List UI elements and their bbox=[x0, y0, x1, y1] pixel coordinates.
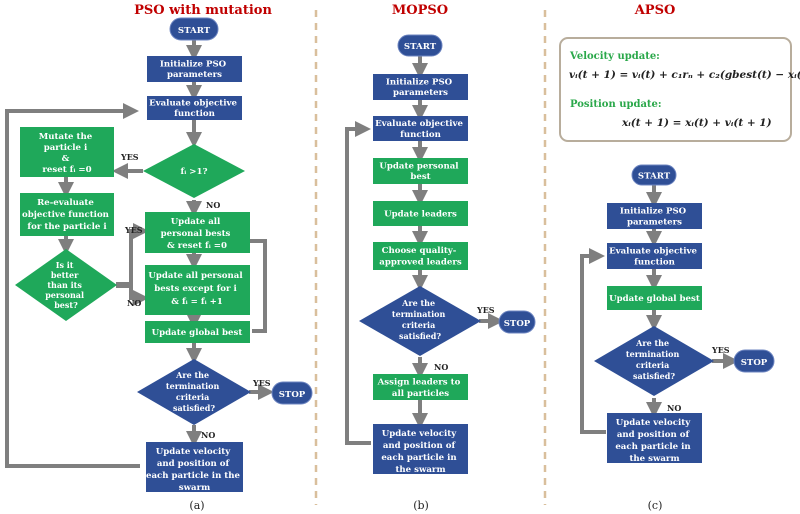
panel-a-reevaluate-label: Re-evaluate objective function for the p… bbox=[22, 198, 112, 232]
panel-a-no-update: NO bbox=[206, 200, 220, 210]
panel-c-velocity-label: Update velocity and position of each par… bbox=[615, 418, 693, 464]
panel-a: PSO with mutation START Initialize bbox=[5, 3, 313, 512]
panel-c-termination-decision bbox=[594, 326, 714, 396]
panel-a-title: PSO with mutation bbox=[134, 3, 272, 18]
panel-a-termination-decision bbox=[137, 359, 251, 425]
panel-c-equations-card bbox=[559, 37, 792, 142]
panel-c-position-heading: Position update: bbox=[570, 99, 662, 110]
panel-b-start-label: START bbox=[404, 42, 437, 52]
panel-b-yes-stop: YES bbox=[476, 305, 495, 315]
panel-a-evaluate-box bbox=[147, 96, 242, 120]
panel-a-velocity-box bbox=[146, 442, 243, 492]
panel-c-caption: (c) bbox=[648, 499, 663, 512]
panel-a-better-decision bbox=[15, 249, 117, 321]
panel-a-yes-better: YES bbox=[124, 225, 143, 235]
panel-c-stop-terminal bbox=[733, 349, 775, 373]
panel-b-initialize-box bbox=[373, 74, 468, 100]
panel-c-evaluate-box bbox=[607, 243, 702, 269]
panel-b-connectors bbox=[345, 56, 504, 445]
panel-b-velocity-label: Update velocity and position of each par… bbox=[381, 429, 459, 475]
panel-c-connectors bbox=[580, 184, 739, 434]
panel-a-initialize-box bbox=[147, 56, 242, 82]
panel-b-choose-label: Choose quality- approved leaders bbox=[379, 246, 462, 268]
panel-c-no-continue: NO bbox=[667, 403, 681, 413]
panel-a-fi-decision-label: fᵢ >1? bbox=[181, 167, 208, 177]
panel-c-global-best-box bbox=[607, 286, 702, 310]
panel-c-global-best-label: Update global best bbox=[609, 294, 700, 304]
panel-a-connectors bbox=[5, 40, 274, 468]
panel-b-title: MOPSO bbox=[392, 3, 448, 18]
panel-b-assign-box bbox=[373, 374, 468, 400]
panel-b-caption: (b) bbox=[413, 499, 429, 512]
panel-c-velocity-heading: Velocity update: bbox=[569, 51, 660, 62]
panel-a-mutate-label: Mutate the particle i & reset fᵢ =0 bbox=[39, 132, 95, 175]
panel-a-global-best-box bbox=[145, 321, 250, 343]
panel-c-stop-label: STOP bbox=[741, 358, 768, 368]
panel-a-fi-decision bbox=[143, 144, 245, 198]
panel-a-update-all-label: Update all personal bests & reset fᵢ =0 bbox=[161, 217, 234, 251]
panel-b-choose-box bbox=[373, 242, 468, 270]
panel-a-stop-terminal bbox=[271, 381, 313, 405]
panel-b-termination-label: Are the termination criteria satisfied? bbox=[392, 298, 448, 341]
panel-c-velocity-box bbox=[607, 413, 702, 463]
panel-b-personal-best-box bbox=[373, 158, 468, 184]
panel-a-reevaluate-box bbox=[20, 193, 114, 236]
panel-a-initialize-label: Initialize PSO parameters bbox=[160, 60, 229, 81]
panel-a-stop-label: STOP bbox=[279, 390, 306, 400]
panel-a-global-best-label: Update global best bbox=[152, 328, 243, 338]
panel-a-better-label: Is it better than its personal best? bbox=[45, 260, 87, 310]
panel-b-velocity-box bbox=[373, 424, 468, 474]
panel-b-evaluate-label: Evaluate objective function bbox=[375, 119, 466, 140]
panel-a-update-all-box bbox=[145, 212, 250, 253]
panel-c-start-terminal bbox=[631, 164, 677, 186]
panel-c-start-label: START bbox=[638, 172, 671, 182]
panel-c-termination-label: Are the termination criteria satisfied? bbox=[626, 338, 682, 381]
panel-c-evaluate-label: Evaluate objective function bbox=[609, 247, 700, 268]
panel-a-start-terminal bbox=[169, 17, 219, 41]
panel-b-no-continue: NO bbox=[434, 362, 448, 372]
panel-c-position-equation: xᵢ(t + 1) = xᵢ(t) + vᵢ(t + 1) bbox=[621, 117, 772, 129]
panel-b-leaders-box bbox=[373, 201, 468, 226]
panel-a-update-except-label: Update all personal bests except for i &… bbox=[148, 271, 245, 307]
panel-a-caption: (a) bbox=[189, 499, 204, 512]
panel-a-velocity-label: Update velocity and position of each par… bbox=[146, 447, 243, 493]
panel-c-title: APSO bbox=[634, 3, 676, 18]
panel-a-termination-label: Are the termination criteria satisfied? bbox=[166, 370, 222, 413]
panel-b-stop-terminal bbox=[498, 310, 536, 334]
panel-b-assign-label: Assign leaders to all particles bbox=[377, 378, 464, 400]
panel-a-update-except-box bbox=[145, 265, 250, 315]
panel-a-yes-mutate: YES bbox=[120, 152, 139, 162]
panel-c-yes-stop: YES bbox=[711, 345, 730, 355]
panel-a-yes-stop: YES bbox=[252, 378, 271, 388]
panel-a-evaluate-label: Evaluate objective function bbox=[149, 99, 240, 120]
panel-b-start-terminal bbox=[397, 34, 443, 57]
panel-b-stop-label: STOP bbox=[504, 319, 531, 329]
panel-b-termination-decision bbox=[359, 286, 481, 356]
panel-b-leaders-label: Update leaders bbox=[384, 210, 457, 220]
panel-a-no-continue: NO bbox=[201, 430, 215, 440]
panel-a-mutate-box bbox=[20, 127, 114, 177]
panel-b: MOPSO START Initialize PSO parameters Ev… bbox=[345, 3, 536, 512]
panel-a-start-label: START bbox=[178, 26, 211, 36]
panel-c-velocity-equation: vᵢ(t + 1) = vᵢ(t) + c₁rₙ + c₂(gbest(t) −… bbox=[569, 69, 800, 81]
panel-a-no-better: NO bbox=[127, 298, 141, 308]
panel-b-personal-best-label: Update personal best bbox=[379, 162, 461, 183]
panel-c-initialize-label: Initialize PSO parameters bbox=[620, 207, 689, 228]
panel-c-initialize-box bbox=[607, 203, 702, 229]
panel-c: APSO Velocity update: vᵢ(t + 1) = vᵢ(t) … bbox=[559, 3, 800, 512]
panel-b-initialize-label: Initialize PSO parameters bbox=[386, 78, 455, 99]
panel-b-evaluate-box bbox=[373, 116, 468, 141]
